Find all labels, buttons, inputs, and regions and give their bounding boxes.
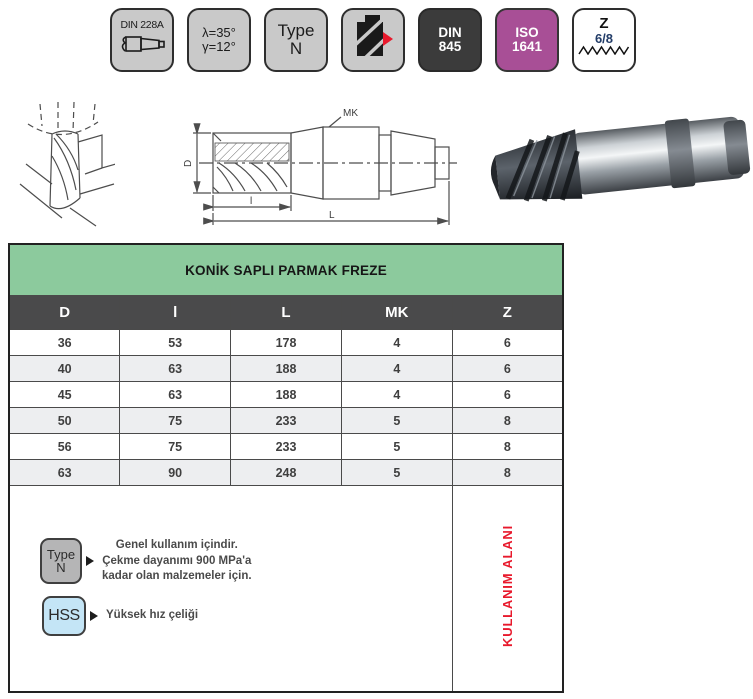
zigzag-icon (578, 45, 630, 63)
table-row: 45 63 188 4 6 (8, 381, 564, 408)
cell: 8 (451, 459, 564, 486)
table-row: 56 75 233 5 8 (8, 433, 564, 460)
badge-type-n-letter: N (289, 39, 303, 58)
legend-row: Type N Genel kullanım içindir. Çekme day… (8, 485, 564, 693)
side-milling-icon (350, 14, 396, 67)
badge-iso1641: ISO 1641 (495, 8, 559, 72)
col-header-l: l (119, 295, 232, 330)
arrow-right-icon (90, 611, 98, 621)
badge-iso1641-line2: 1641 (511, 39, 543, 54)
table-row: 50 75 233 5 8 (8, 407, 564, 434)
dim-label-L: L (329, 210, 335, 221)
type-n-description-line1: Genel kullanım içindir. (115, 539, 238, 551)
cell: 4 (340, 329, 453, 356)
cell: 63 (119, 381, 232, 408)
usage-area-label: KULLANIM ALANI (499, 525, 515, 647)
table-title-row: KONİK SAPLI PARMAK FREZE (8, 243, 564, 296)
badge-din228a: DIN 228A (110, 8, 174, 72)
cell: 50 (8, 407, 121, 434)
badge-type-label: Type (277, 21, 315, 41)
cell: 178 (230, 329, 342, 356)
table-title: KONİK SAPLI PARMAK FREZE (8, 243, 564, 296)
badge-din845-line1: DIN (438, 24, 462, 40)
cell: 5 (340, 459, 453, 486)
type-n-description: Genel kullanım içindir. Çekme dayanımı 9… (102, 538, 252, 585)
badge-din228a-label: DIN 228A (120, 19, 164, 32)
table-row: 40 63 188 4 6 (8, 355, 564, 382)
cell: 75 (119, 407, 232, 434)
type-n-description-line3: kadar olan malzemeler için. (102, 570, 252, 583)
col-header-D: D (8, 295, 121, 330)
cell: 45 (8, 381, 121, 408)
legend-type-n: Type N Genel kullanım içindir. Çekme day… (40, 538, 252, 585)
badge-milling-pictogram (341, 8, 405, 72)
cell: 4 (340, 381, 453, 408)
cell: 5 (340, 407, 453, 434)
badge-din845: DIN 845 (418, 8, 482, 72)
spec-table: KONİK SAPLI PARMAK FREZE D l L MK Z 36 5… (8, 243, 564, 693)
cell: 248 (230, 459, 342, 486)
cell: 4 (340, 355, 453, 382)
hss-description: Yüksek hız çeliği (106, 609, 199, 622)
type-n-badge: Type N (40, 538, 82, 584)
cell: 8 (451, 433, 564, 460)
cell: 188 (230, 381, 342, 408)
badge-z-value: 6/8 (594, 30, 614, 46)
badge-angles: λ=35° γ=12° (187, 8, 251, 72)
cell: 6 (451, 329, 564, 356)
table-row: 63 90 248 5 8 (8, 459, 564, 486)
cell: 63 (8, 459, 121, 486)
cell: 6 (451, 355, 564, 382)
cell: 233 (230, 433, 342, 460)
dim-label-d: D (183, 160, 194, 167)
col-header-L: L (230, 295, 342, 330)
cell: 75 (119, 433, 232, 460)
taper-shank-icon (117, 33, 167, 60)
cell: 5 (340, 433, 453, 460)
usage-area-cell: KULLANIM ALANI (451, 485, 564, 693)
cell: 8 (451, 407, 564, 434)
badge-z-label: Z (599, 15, 609, 32)
badge-type-n: Type N (264, 8, 328, 72)
hss-badge-label: HSS (48, 607, 80, 624)
hss-badge: HSS (42, 596, 86, 636)
badge-iso1641-line1: ISO (515, 24, 539, 40)
cell: 53 (119, 329, 232, 356)
cell: 233 (230, 407, 342, 434)
legend-cell: Type N Genel kullanım içindir. Çekme day… (8, 485, 453, 693)
badge-flute-count: Z 6/8 (572, 8, 636, 72)
type-n-badge-line2: N (56, 560, 66, 575)
type-n-badge-line1: Type (46, 547, 76, 562)
dimension-drawing: MK D l L (183, 103, 461, 231)
cell: 40 (8, 355, 121, 382)
legend-hss: HSS Yüksek hız çeliği (42, 596, 198, 636)
cell: 63 (119, 355, 232, 382)
badge-row: DIN 228A λ=35° γ=12° Type N (110, 8, 636, 72)
cell: 6 (451, 381, 564, 408)
dim-label-l: l (250, 196, 252, 207)
table-row: 36 53 178 4 6 (8, 329, 564, 356)
milling-isometric-sketch (10, 98, 115, 230)
cell: 188 (230, 355, 342, 382)
dim-label-mk: MK (343, 108, 358, 119)
arrow-right-icon (86, 556, 94, 566)
cell: 90 (119, 459, 232, 486)
badge-gamma-angle: γ=12° (202, 39, 236, 54)
col-header-Z: Z (451, 295, 564, 330)
cell: 56 (8, 433, 121, 460)
badge-lambda-angle: λ=35° (202, 25, 236, 41)
table-header-row: D l L MK Z (8, 295, 564, 330)
cell: 36 (8, 329, 121, 356)
type-n-description-line2: Çekme dayanımı 900 MPa'a (102, 554, 252, 567)
product-photo (483, 95, 751, 235)
col-header-MK: MK (340, 295, 453, 330)
badge-din845-line2: 845 (438, 39, 462, 54)
